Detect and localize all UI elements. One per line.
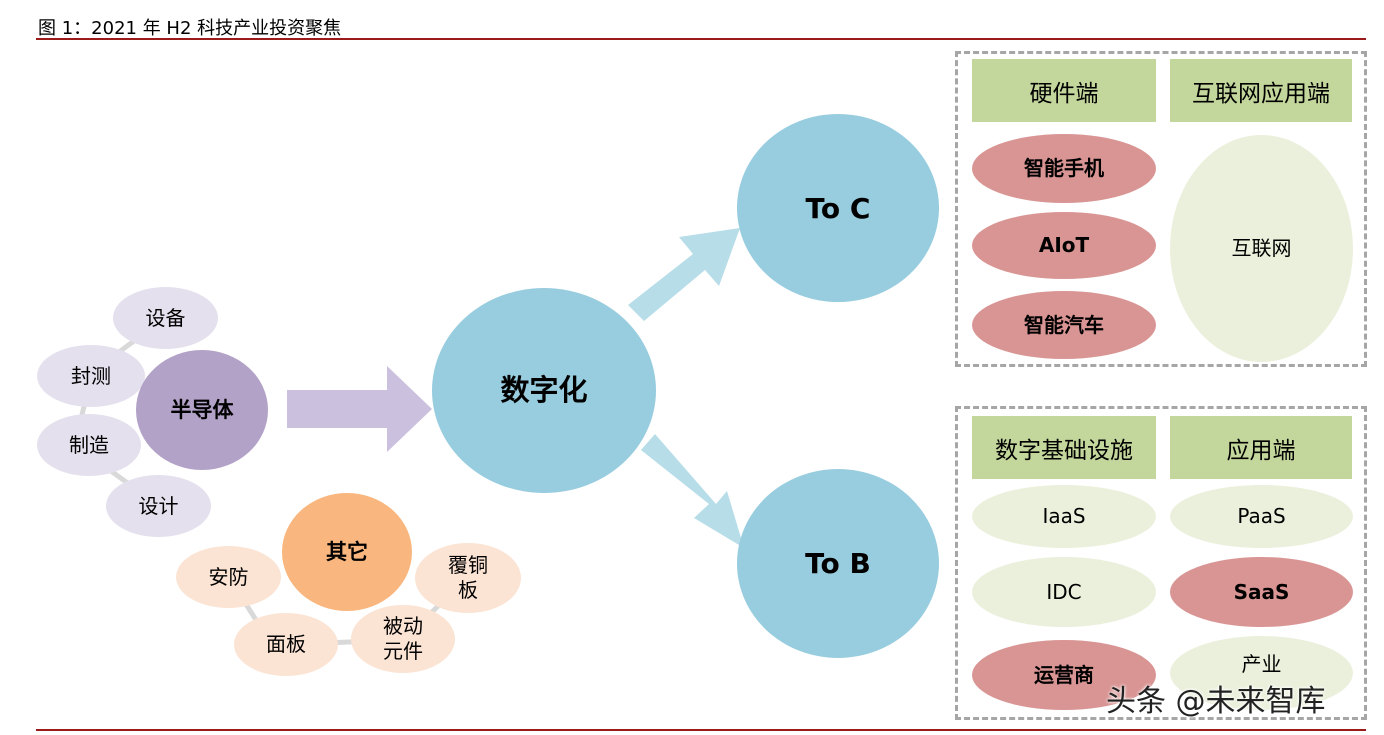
watermark: 头条 @未来智库	[1106, 684, 1326, 719]
node-iaas: IaaS	[972, 485, 1156, 548]
node-internet: 互联网	[1170, 135, 1353, 362]
node-saas: SaaS	[1170, 557, 1353, 627]
node-to-c: To C	[737, 114, 939, 302]
node-packaging-testing: 封测	[37, 345, 145, 407]
node-industry: 产业	[1170, 636, 1353, 710]
node-carrier: 运营商	[972, 640, 1156, 710]
node-manufacturing: 制造	[37, 414, 141, 476]
node-design: 设计	[106, 475, 211, 537]
top-rule	[36, 38, 1366, 40]
node-security: 安防	[176, 546, 281, 608]
node-equipment: 设备	[113, 287, 218, 349]
bottom-rule	[36, 729, 1366, 731]
toc-panel	[955, 51, 1367, 367]
node-passive-components: 被动 元件	[351, 605, 455, 673]
tob-header-application: 应用端	[1170, 416, 1352, 479]
node-others: 其它	[282, 493, 412, 611]
toc-header-internet: 互联网应用端	[1170, 59, 1352, 122]
node-paas: PaaS	[1170, 485, 1353, 548]
node-idc: IDC	[972, 557, 1156, 627]
tob-header-infrastructure: 数字基础设施	[972, 416, 1156, 479]
arrow-to-b	[641, 434, 744, 548]
node-smart-car: 智能汽车	[972, 291, 1156, 359]
node-panel: 面板	[234, 613, 338, 676]
node-smartphone: 智能手机	[972, 134, 1156, 203]
node-to-b: To B	[737, 469, 939, 658]
figure-title: 图 1：2021 年 H2 科技产业投资聚焦	[38, 18, 342, 39]
node-aiot: AIoT	[972, 212, 1156, 279]
node-semiconductor: 半导体	[136, 350, 268, 470]
node-digitalization: 数字化	[432, 288, 656, 493]
toc-header-hardware: 硬件端	[972, 59, 1156, 122]
tob-panel	[955, 406, 1367, 720]
arrow-to-c	[628, 228, 740, 321]
arrow-to-digitalization	[287, 366, 432, 452]
node-ccl: 覆铜 板	[415, 543, 521, 613]
